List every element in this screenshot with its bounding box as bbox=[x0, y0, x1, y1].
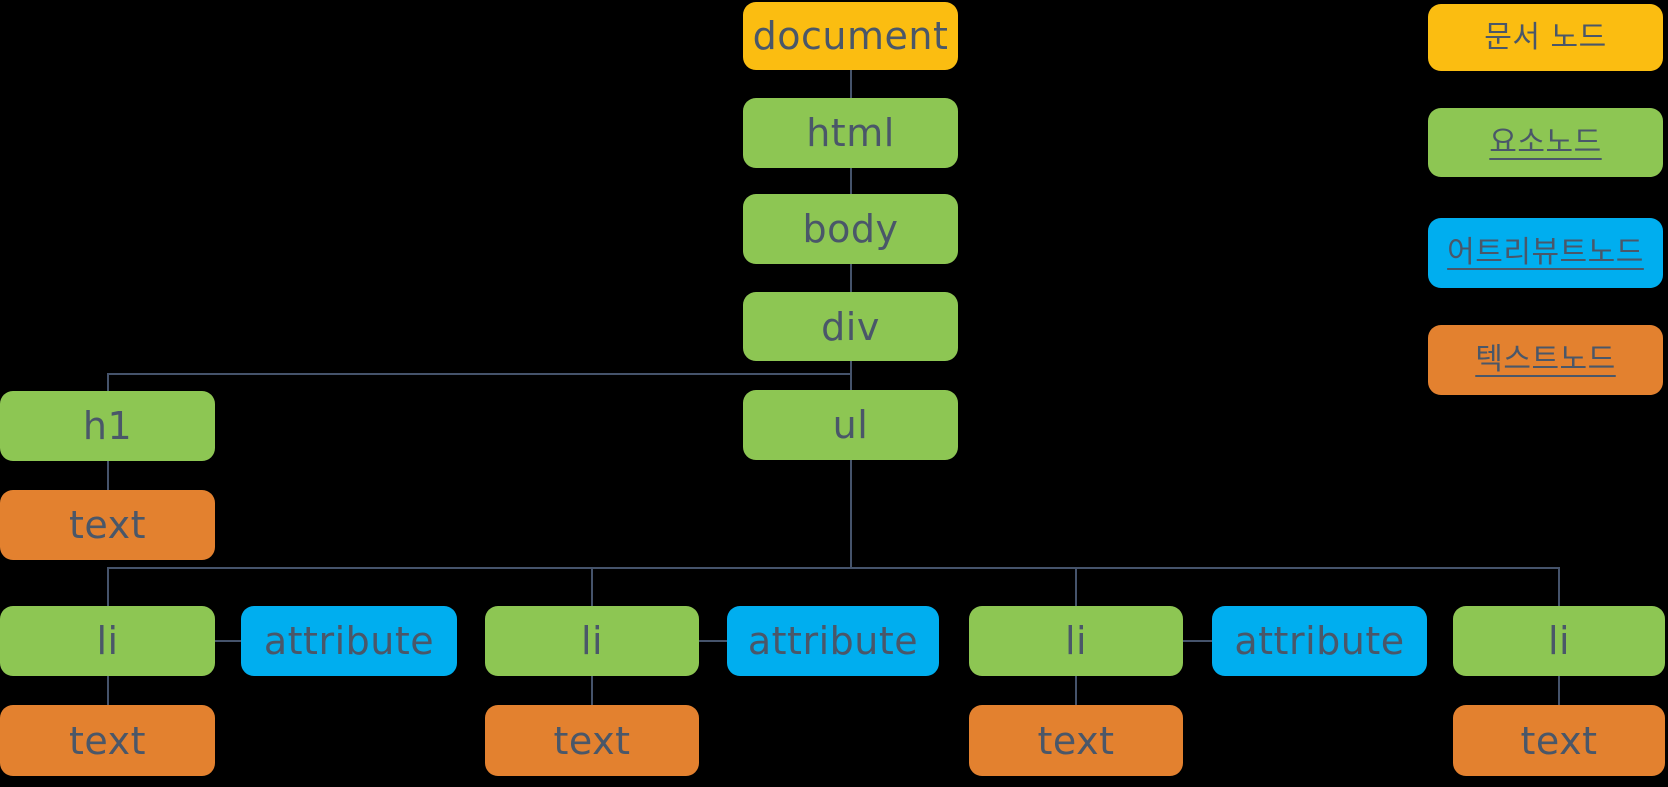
connector-li2-attr2 bbox=[699, 640, 727, 642]
node-ul: ul bbox=[743, 390, 958, 460]
node-label-html: html bbox=[806, 111, 895, 155]
node-li2: li bbox=[485, 606, 699, 676]
connector-body-div bbox=[850, 264, 852, 292]
connector-html-body bbox=[850, 168, 852, 194]
node-attr3: attribute bbox=[1212, 606, 1427, 676]
connector-ul-li1 bbox=[107, 568, 109, 606]
node-label-attr3: attribute bbox=[1234, 619, 1405, 663]
node-body: body bbox=[743, 194, 958, 264]
node-li2-text: text bbox=[485, 705, 699, 776]
legend-label-attribute: 어트리뷰트노드 bbox=[1447, 235, 1644, 270]
connector-ul-rail bbox=[107, 567, 1560, 569]
legend-item-attribute: 어트리뷰트노드 bbox=[1428, 218, 1663, 288]
connector-div-ul bbox=[850, 374, 852, 390]
node-label-h1: h1 bbox=[82, 404, 133, 448]
node-label-li2: li bbox=[580, 619, 604, 663]
node-h1-text: text bbox=[0, 490, 215, 560]
connector-li3-li3-text bbox=[1075, 676, 1077, 705]
legend-label-document: 문서 노드 bbox=[1484, 19, 1607, 55]
node-li1: li bbox=[0, 606, 215, 676]
node-label-attr2: attribute bbox=[747, 619, 919, 663]
connector-ul-drop bbox=[850, 460, 852, 568]
node-html: html bbox=[743, 98, 958, 168]
legend-item-document: 문서 노드 bbox=[1428, 4, 1663, 71]
node-label-div: div bbox=[821, 304, 880, 349]
node-label-attr1: attribute bbox=[263, 619, 435, 663]
node-label-document: document bbox=[752, 14, 949, 58]
connector-div-h1 bbox=[107, 374, 109, 391]
legend-item-text: 텍스트노드 bbox=[1428, 325, 1663, 395]
node-li4-text: text bbox=[1453, 705, 1665, 776]
legend-label-element: 요소노드 bbox=[1489, 124, 1602, 160]
node-div: div bbox=[743, 292, 958, 361]
node-label-li2-text: text bbox=[553, 718, 631, 763]
node-label-li1-text: text bbox=[69, 718, 146, 763]
node-li4: li bbox=[1453, 606, 1665, 676]
node-li3-text: text bbox=[969, 705, 1183, 776]
connector-ul-li4 bbox=[1558, 568, 1560, 606]
node-h1: h1 bbox=[0, 391, 215, 461]
connector-div-rail bbox=[107, 373, 852, 375]
connector-li1-li1-text bbox=[107, 676, 109, 705]
node-label-body: body bbox=[802, 207, 899, 251]
connector-div-drop bbox=[850, 361, 852, 374]
node-label-li3-text: text bbox=[1037, 718, 1115, 763]
connector-li4-li4-text bbox=[1558, 676, 1560, 705]
node-label-li4-text: text bbox=[1520, 718, 1598, 763]
connector-li2-li2-text bbox=[591, 676, 593, 705]
legend-item-element: 요소노드 bbox=[1428, 108, 1663, 177]
connector-li3-attr3 bbox=[1183, 640, 1212, 642]
connector-document-html bbox=[850, 70, 852, 98]
node-label-ul: ul bbox=[832, 403, 869, 447]
node-li3: li bbox=[969, 606, 1183, 676]
connector-li1-attr1 bbox=[215, 640, 241, 642]
node-li1-text: text bbox=[0, 705, 215, 776]
connector-ul-li3 bbox=[1075, 568, 1077, 606]
node-label-h1-text: text bbox=[69, 503, 146, 547]
node-label-li3: li bbox=[1064, 619, 1088, 663]
node-attr1: attribute bbox=[241, 606, 457, 676]
legend-label-text: 텍스트노드 bbox=[1475, 342, 1616, 377]
connector-ul-li2 bbox=[591, 568, 593, 606]
node-label-li1: li bbox=[96, 619, 119, 663]
node-document: document bbox=[743, 2, 958, 70]
connector-h1-h1-text bbox=[107, 461, 109, 490]
node-attr2: attribute bbox=[727, 606, 939, 676]
node-label-li4: li bbox=[1547, 619, 1571, 663]
